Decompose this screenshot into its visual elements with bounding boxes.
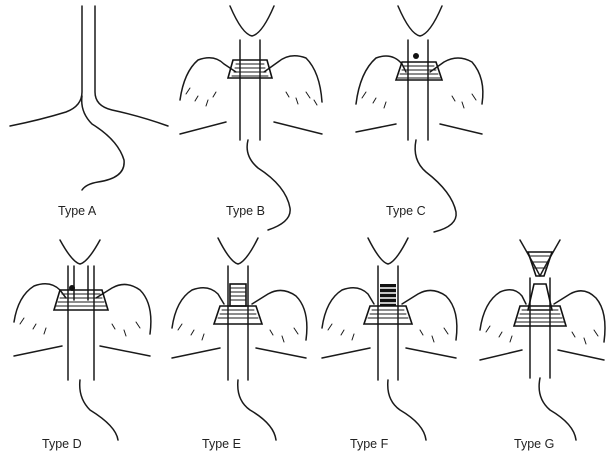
- panel-label-c: Type C: [386, 204, 426, 218]
- panel-g-drawing: [480, 240, 605, 440]
- panel-label-a: Type A: [58, 204, 96, 218]
- panel-label-b: Type B: [226, 204, 265, 218]
- panel-label-f: Type F: [350, 437, 388, 451]
- panel-c-drawing: [356, 6, 483, 232]
- panel-e-drawing: [172, 238, 307, 440]
- panel-a-drawing: [10, 6, 168, 190]
- panel-label-g: Type G: [514, 437, 554, 451]
- panel-label-e: Type E: [202, 437, 241, 451]
- panel-f-drawing: [322, 238, 457, 440]
- panel-b-drawing: [180, 6, 322, 230]
- panel-label-d: Type D: [42, 437, 82, 451]
- panel-d-drawing: [14, 240, 151, 440]
